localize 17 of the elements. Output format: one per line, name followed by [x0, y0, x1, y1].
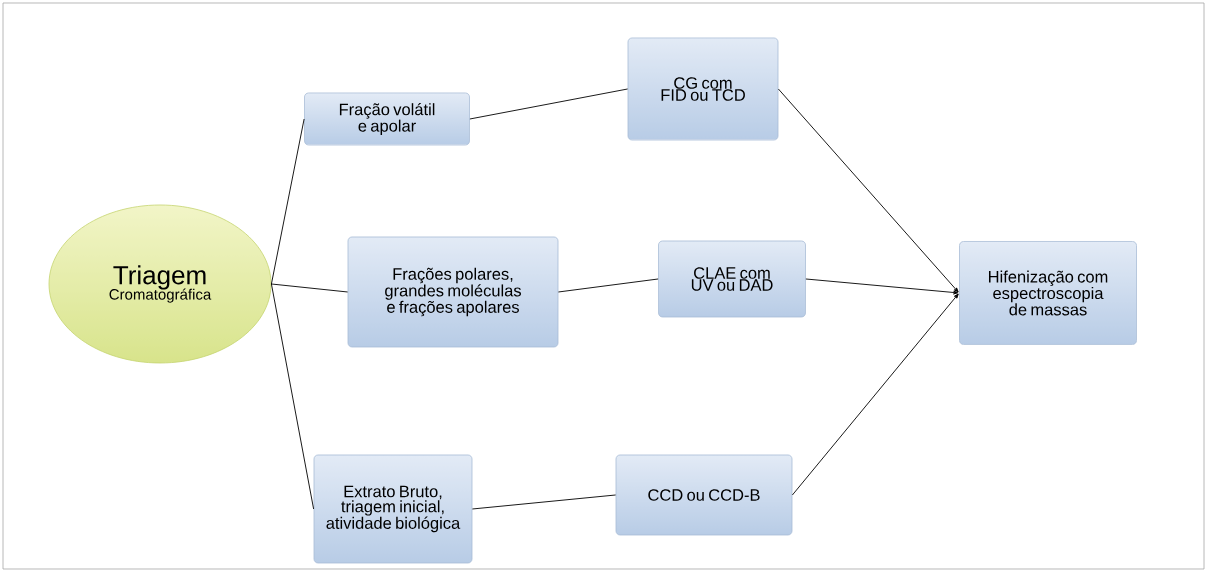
connector-line — [471, 494, 617, 510]
process-box: CLAE com UV ou DAD — [658, 240, 806, 318]
arrow — [805, 278, 959, 295]
connector-line — [557, 278, 659, 293]
arrow — [777, 88, 959, 293]
process-box: CG com FID ou TCD — [627, 37, 779, 141]
connector-line — [469, 88, 629, 120]
process-box: CCD ou CCD-B — [615, 454, 793, 536]
arrow — [791, 293, 959, 496]
process-box: Extrato Bruto, triagem inicial, atividade biológica — [313, 454, 473, 564]
process-box: Fração volátil e apolar — [304, 92, 470, 146]
process-box: Frações polares, grandes moléculas e frações apolares — [347, 236, 559, 348]
process-box: Hifenização com espectroscopia de massas — [959, 241, 1137, 345]
connector-line — [270, 283, 315, 510]
connector-line — [270, 118, 305, 285]
ellipse-node: Triagem Cromatográfica — [48, 204, 272, 364]
connector-line — [270, 283, 349, 293]
